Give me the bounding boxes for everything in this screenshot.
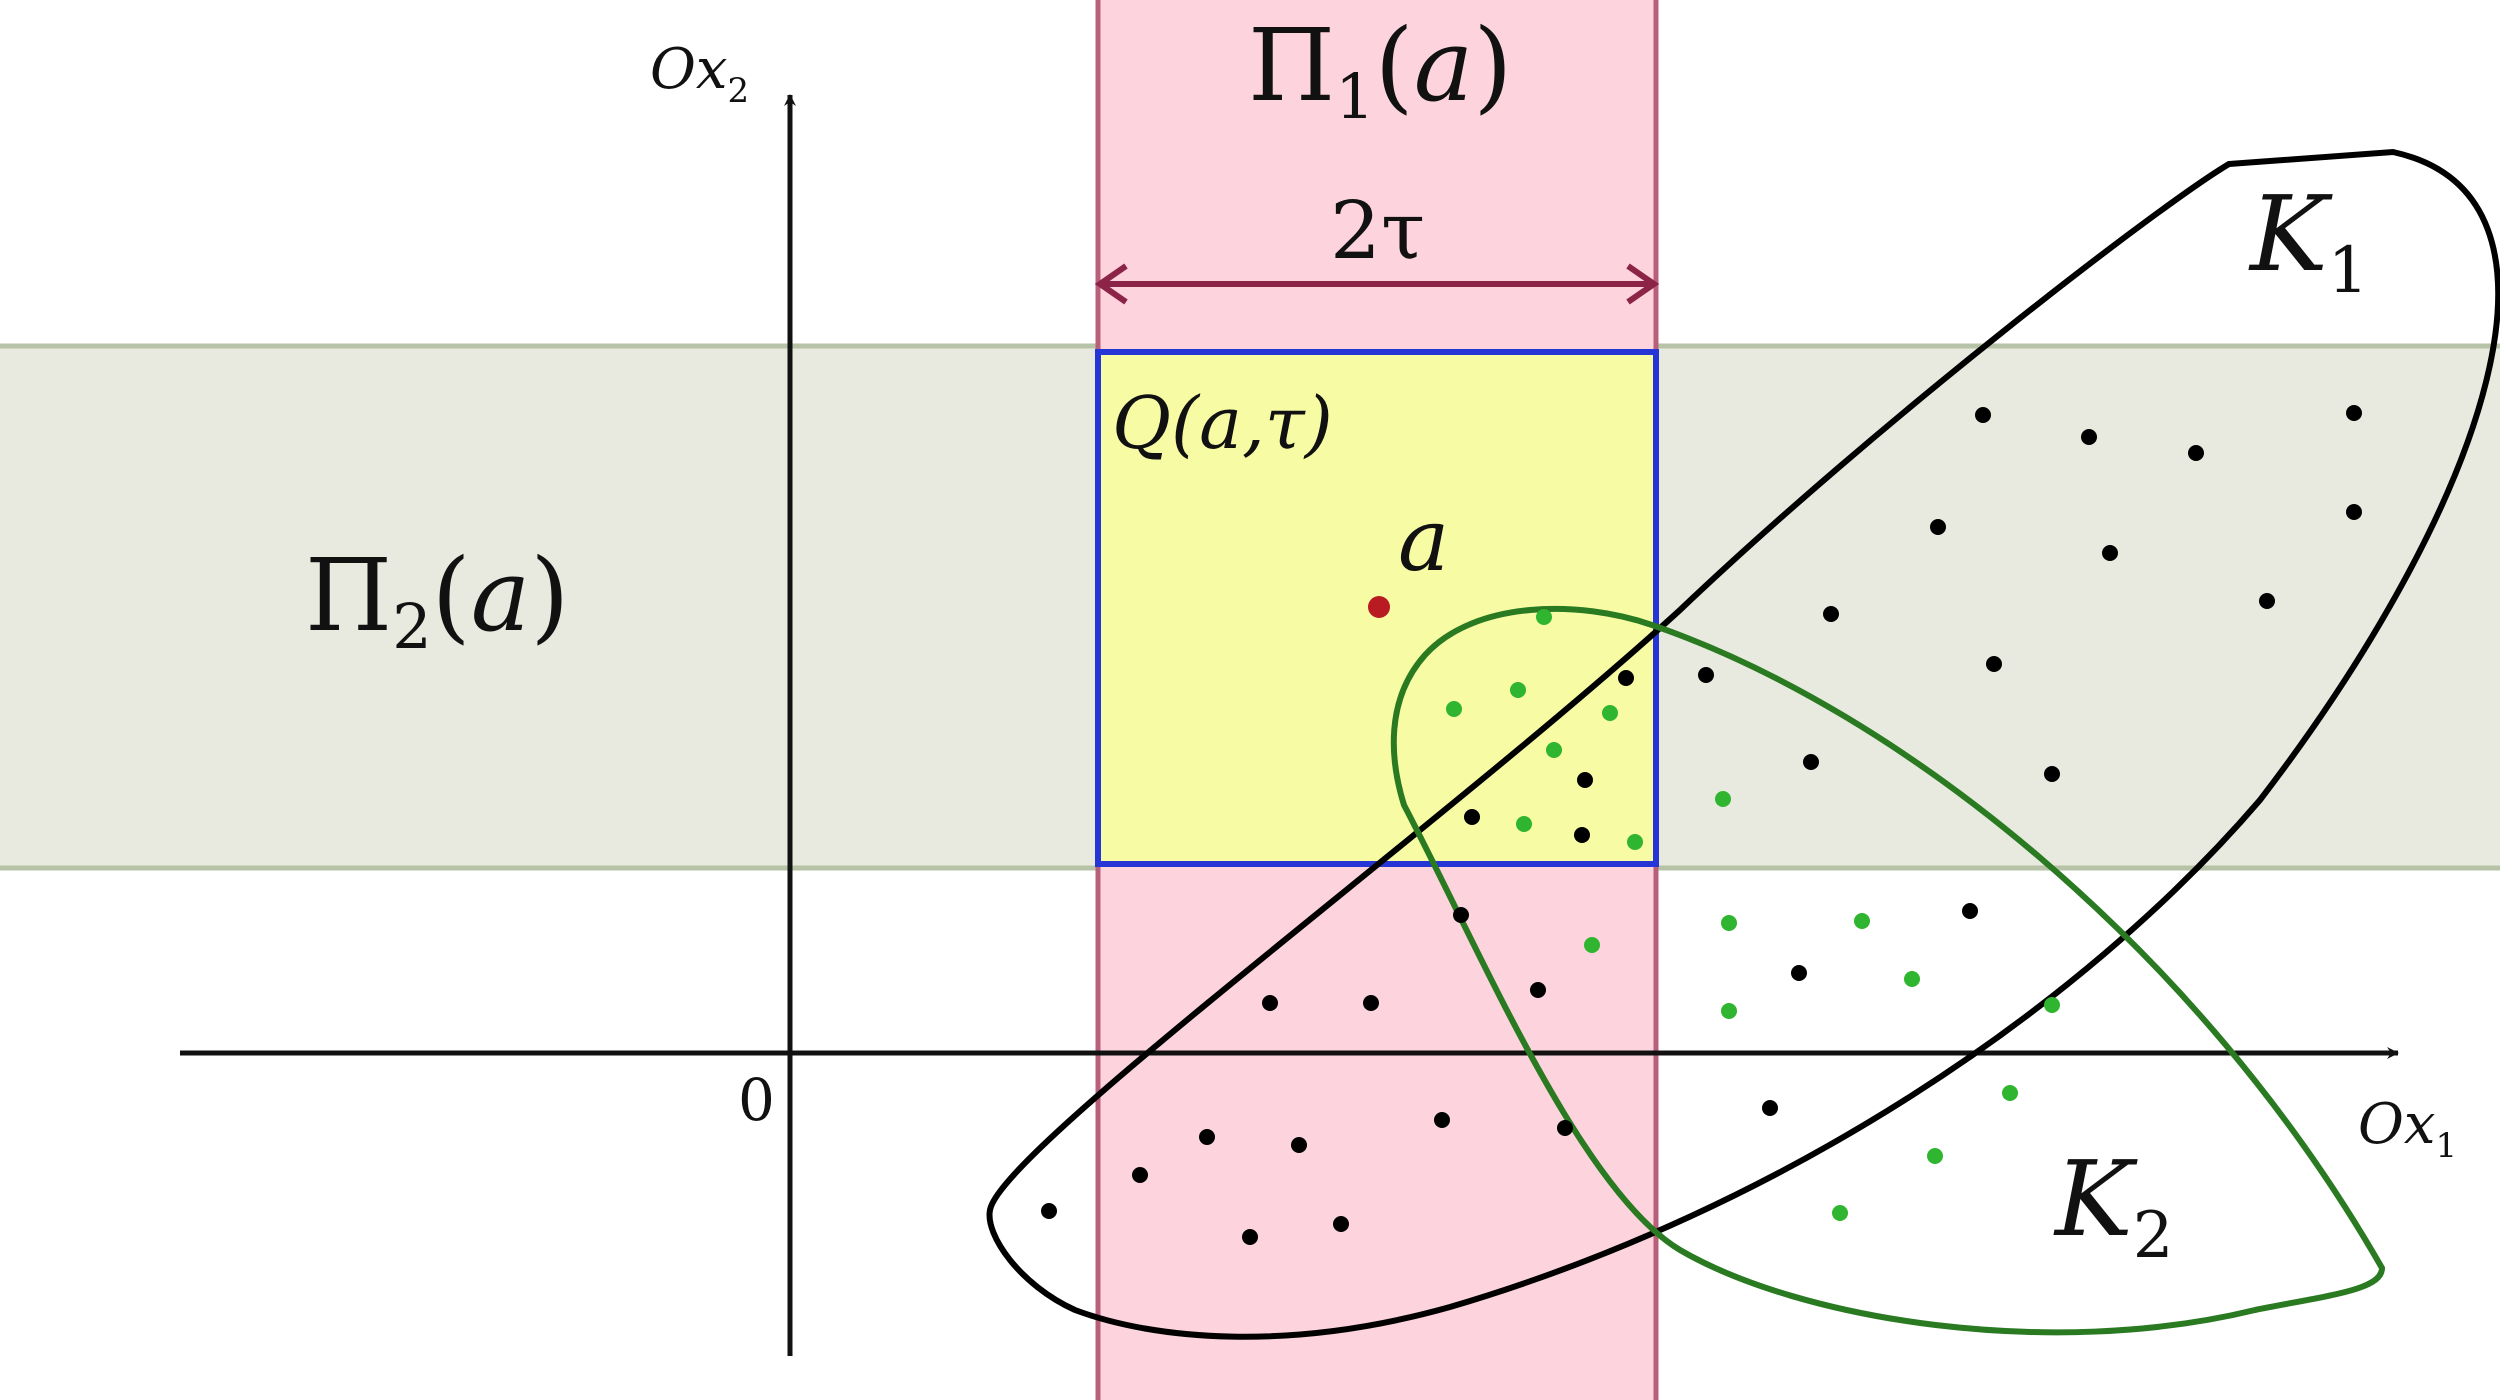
black-dot xyxy=(1930,519,1946,535)
strip-pi2-label: Π2(a) xyxy=(305,537,569,663)
black-dot xyxy=(2081,429,2097,445)
width-arrow-right-head xyxy=(1626,263,1660,305)
green-dot xyxy=(1510,682,1526,698)
black-dot xyxy=(2188,445,2204,461)
green-dot xyxy=(1721,1003,1737,1019)
width-arrow-left-head xyxy=(1094,263,1128,305)
black-dot xyxy=(1698,667,1714,683)
origin-label: 0 xyxy=(738,1066,775,1134)
axis-x1-label: Ox1 xyxy=(2358,1092,2457,1166)
green-dot xyxy=(2044,997,2060,1013)
black-dot xyxy=(1577,772,1593,788)
black-dot xyxy=(1464,809,1480,825)
black-dot xyxy=(1041,1203,1057,1219)
black-dot xyxy=(1262,995,1278,1011)
width-label: 2τ xyxy=(1330,184,1425,277)
set-k1-label: K1 xyxy=(2248,173,2368,308)
square-label: Q(a,τ) xyxy=(1112,381,1333,465)
green-dots xyxy=(1446,609,2060,1221)
green-dot xyxy=(1627,834,1643,850)
strip-pi1-label: Π1(a) xyxy=(1248,7,1512,133)
axis-x2-label: Ox2 xyxy=(650,37,749,111)
green-dot xyxy=(1584,937,1600,953)
green-dot xyxy=(1927,1148,1943,1164)
black-dot xyxy=(1242,1229,1258,1245)
black-dots xyxy=(1041,405,2362,1245)
black-dot xyxy=(1363,995,1379,1011)
black-dot xyxy=(1199,1129,1215,1145)
green-dot xyxy=(1854,913,1870,929)
set-k2-label: K2 xyxy=(2053,1138,2173,1273)
black-dot xyxy=(2346,405,2362,421)
green-dot xyxy=(1904,971,1920,987)
black-dot xyxy=(1530,982,1546,998)
black-dot xyxy=(1557,1120,1573,1136)
black-dot xyxy=(2346,504,2362,520)
black-dot xyxy=(1434,1112,1450,1128)
green-dot xyxy=(1602,705,1618,721)
black-dot xyxy=(1291,1137,1307,1153)
point-a xyxy=(1368,596,1390,618)
black-dot xyxy=(1453,907,1469,923)
green-dot xyxy=(1832,1205,1848,1221)
black-dot xyxy=(1823,606,1839,622)
green-dot xyxy=(1715,791,1731,807)
black-dot xyxy=(2259,593,2275,609)
green-dot xyxy=(1516,816,1532,832)
green-dot xyxy=(2002,1085,2018,1101)
black-dot xyxy=(1762,1100,1778,1116)
black-dot xyxy=(1333,1216,1349,1232)
black-dot xyxy=(1803,754,1819,770)
green-dot xyxy=(1546,742,1562,758)
black-dot xyxy=(2102,545,2118,561)
black-dot xyxy=(2044,766,2060,782)
green-dot xyxy=(1721,915,1737,931)
set-k1 xyxy=(986,148,2500,1340)
green-dot xyxy=(1536,609,1552,625)
black-dot xyxy=(1962,903,1978,919)
black-dot xyxy=(1986,656,2002,672)
set-k2 xyxy=(1390,606,2386,1336)
green-dot xyxy=(1446,701,1462,717)
point-a-label: a xyxy=(1398,491,1449,591)
black-dot xyxy=(1574,827,1590,843)
black-dot xyxy=(1791,965,1807,981)
black-dot xyxy=(1975,407,1991,423)
black-dot xyxy=(1132,1167,1148,1183)
black-dot xyxy=(1618,670,1634,686)
